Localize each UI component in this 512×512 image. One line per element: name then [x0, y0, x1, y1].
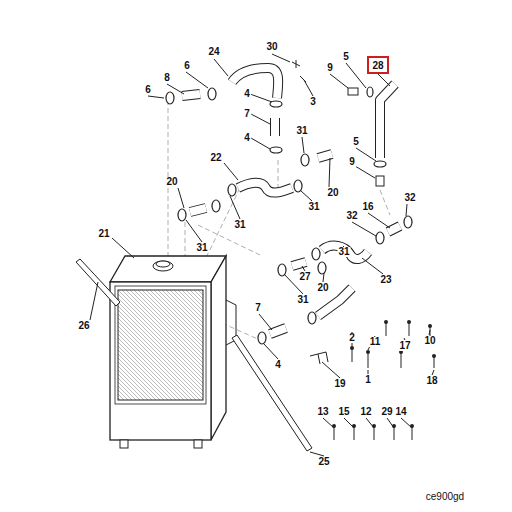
callout-number: 1 — [364, 375, 372, 385]
callout-number: 29 — [380, 407, 393, 417]
callout-number: 15 — [337, 407, 350, 417]
callout-number: 31 — [195, 243, 208, 253]
callout-number: 5 — [352, 137, 360, 147]
callout-number: 26 — [77, 321, 90, 331]
clamps — [166, 87, 412, 344]
callout-number: 31 — [307, 202, 320, 212]
callout-number: 21 — [97, 229, 110, 239]
callout-number: 30 — [265, 42, 278, 52]
callout-number: 9 — [326, 63, 334, 73]
callout-number: 18 — [425, 376, 438, 386]
callout-number: 31 — [296, 295, 309, 305]
callout-number: 25 — [317, 457, 330, 467]
callout-number: 4 — [243, 89, 251, 99]
callout-number: 31 — [295, 126, 308, 136]
callout-number: 4 — [243, 133, 251, 143]
callout-number: 6 — [144, 85, 152, 95]
callout-number: 32 — [345, 211, 358, 221]
callout-number: 3 — [309, 97, 317, 107]
braces — [76, 259, 312, 451]
callout-number: 9 — [348, 157, 356, 167]
callout-number: 17 — [398, 341, 411, 351]
callout-number: 19 — [333, 379, 346, 389]
callout-number: 5 — [342, 52, 350, 62]
highlight-box: 28 — [367, 56, 389, 74]
callout-number: 20 — [165, 177, 178, 187]
callout-number: 22 — [209, 153, 222, 163]
callout-number: 2 — [348, 333, 356, 343]
callout-number: 7 — [254, 303, 262, 313]
callout-number: 16 — [361, 202, 374, 212]
leader-lines — [90, 54, 434, 456]
callout-number: 13 — [316, 407, 329, 417]
callout-number: 7 — [243, 109, 251, 119]
callout-number: 4 — [274, 360, 282, 370]
radiator — [110, 256, 236, 448]
callout-number: 28 — [369, 61, 387, 71]
callout-number: 32 — [403, 193, 416, 203]
hardware — [292, 60, 436, 440]
callout-number: 10 — [423, 336, 436, 346]
callout-number: 8 — [163, 73, 171, 83]
callout-number: 24 — [207, 47, 220, 57]
figure-code: ce900gd — [425, 492, 465, 502]
callout-number: 23 — [379, 275, 392, 285]
callout-number: 6 — [183, 61, 191, 71]
callout-number: 31 — [337, 247, 350, 257]
callout-number: 12 — [359, 407, 372, 417]
callout-number: 14 — [394, 407, 407, 417]
callout-number: 20 — [326, 188, 339, 198]
hoses — [182, 68, 400, 334]
callout-number: 20 — [316, 283, 329, 293]
callout-number: 27 — [298, 272, 311, 282]
callout-number: 11 — [369, 337, 382, 347]
callout-number: 31 — [233, 220, 246, 230]
